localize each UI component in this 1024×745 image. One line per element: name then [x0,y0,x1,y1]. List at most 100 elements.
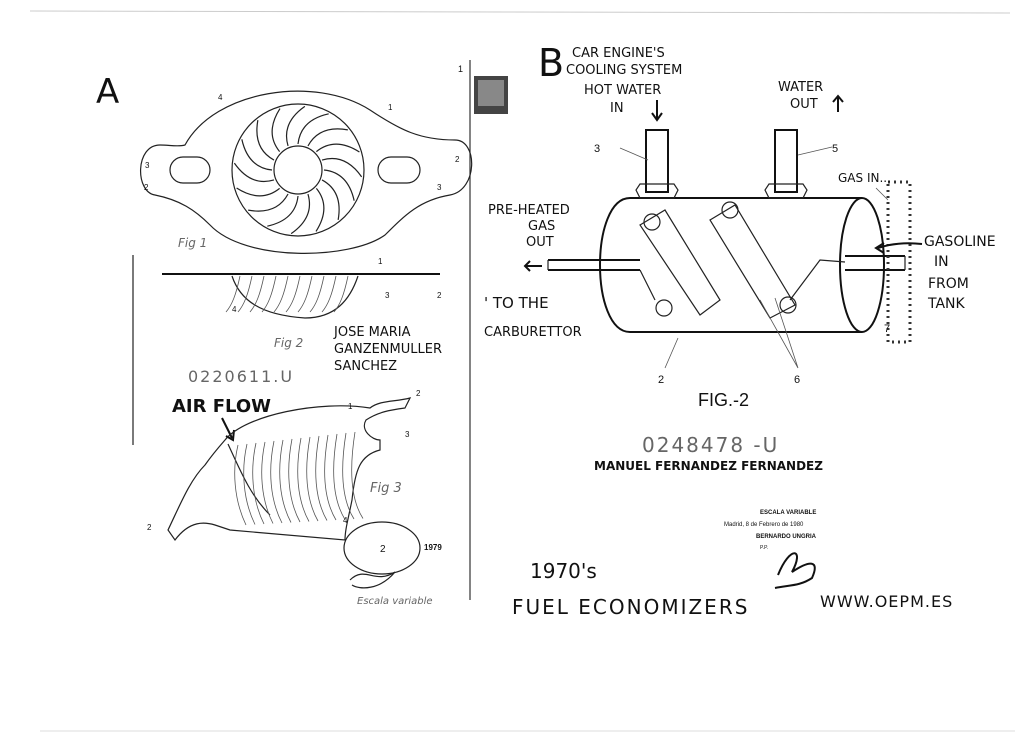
fig2-part-2: 2 [437,291,442,300]
fig3-part-2: 2 [416,389,421,398]
fig1-center-hole [273,145,323,195]
coil-2 [709,204,796,319]
water-out-arrow-icon [832,94,844,112]
fig3-part-2-end: 2 [380,544,386,555]
gasoline-line2: IN [934,254,949,270]
inventor-a-line3: SANCHEZ [334,359,397,374]
coil-connectors [639,259,846,301]
signature-a [349,571,396,589]
fig3-part-3: 3 [405,430,410,439]
part-6: 7 [884,323,890,335]
to-the-label: ' TO THE [484,294,549,312]
heat-exchanger: 3 5 2 6 7 [547,129,912,386]
airflow-arrowhead-icon [225,429,235,442]
preheated-line2: GAS [528,219,555,234]
perspective-vane [270,440,283,524]
gas-in-label: GAS IN... [838,171,891,185]
side-vane [249,275,265,313]
gasoline-line4: TANK [927,296,966,312]
perspective-vane [324,434,337,521]
fig1-vanes [233,105,363,235]
part-2: 3 [594,143,600,155]
stamp-line4: P.P. [760,545,768,551]
fig2-b-label: FIG.-2 [698,390,749,410]
swirl-vane [236,187,280,197]
coil-1 [639,209,721,316]
swirl-vane [233,162,275,183]
perspective-vane [243,443,256,525]
swirl-vane [297,113,329,145]
fig3-perspective: Fig 3 1 2 3 2 4 2 1979 Escala variable [147,389,442,607]
side-vane [321,275,337,313]
swirl-vane [321,157,363,178]
fig3-part-1: 1 [348,402,353,411]
swirl-vane [241,139,273,171]
fig2-part-1: 1 [378,257,383,266]
fig2-side-view: Fig 2 1 3 2 4 [162,257,442,350]
caption-label: FUEL ECONOMIZERS [512,595,749,619]
perspective-vane [252,442,265,525]
hot-water-line2: IN [610,101,624,116]
inventor-a-line1: JOSE MARIA [333,325,411,340]
inventor-b: MANUEL FERNANDEZ FERNANDEZ [594,459,823,473]
part-3: 5 [832,143,838,155]
gasoline-line1: GASOLINE [924,234,996,250]
cylinder-left-end [599,197,631,333]
gasoline-line3: FROM [928,276,969,292]
leader-lines [619,146,889,369]
water-out-line2: OUT [790,97,818,112]
perspective-vane [333,433,346,520]
perspective-vane [342,432,355,520]
fig3-vane-lines [234,431,364,526]
title-b-line1: CAR ENGINE'S [572,46,665,61]
preheated-line3: OUT [526,235,554,250]
fig1-left-slot [169,156,211,184]
swirl-vane [315,188,325,232]
inventor-a: JOSE MARIA GANZENMULLER SANCHEZ [333,325,442,374]
fig1-part-2-right: 2 [455,155,460,164]
perspective-vane [261,441,274,524]
fig3-end-ellipse [343,521,421,575]
website-label: WWW.OEPM.ES [820,592,953,611]
internal-coils [639,201,846,319]
swirl-vane [321,179,340,220]
stamp-line1: ESCALA VARIABLE [760,510,816,516]
part-5: 6 [794,374,800,386]
fig2-vane-lines [225,275,349,313]
fig2-part-4: 4 [232,305,237,314]
fig2-vane-bulge [231,275,359,319]
side-vane [285,275,301,313]
side-vane [273,275,289,313]
top-stamp: 1 [458,64,508,114]
swirl-vane [285,105,306,147]
decade-label: 1970's [530,559,597,583]
sheet-number: 1 [458,64,463,74]
side-vane [333,275,349,313]
fig3-outline [167,397,412,542]
swirl-vane [316,143,360,153]
swirl-vane [323,169,355,201]
fig1-right-slot [377,156,421,184]
fig1-part-4: 4 [218,93,223,102]
fig1-part-3: 3 [145,161,150,170]
inventor-a-line2: GANZENMULLER [334,342,442,357]
outlet-pipe [774,129,798,193]
part-1: 2 [658,374,664,386]
signature-b [774,552,816,589]
fig2-label: Fig 2 [274,336,303,350]
panel-a: A Fig 1 4 1 3 2 2 3 Fig 2 1 3 2 4 [96,72,473,607]
fig1-label: Fig 1 [178,236,207,250]
stamp-line2: Madrid, 8 de Febrero de 1980 [724,522,804,528]
perspective-vane [351,431,364,519]
swirl-vane [307,128,348,147]
preheated-line1: PRE-HEATED [488,203,570,218]
fig1-plate-outline [140,90,473,254]
inlet-nut [635,183,679,199]
fig3-label: Fig 3 [370,481,402,496]
side-vane [261,275,277,313]
top-edge-line [29,10,1011,14]
side-vane [237,275,253,313]
cylinder-body-lines [630,197,862,333]
fig1-part-1: 1 [388,103,393,112]
